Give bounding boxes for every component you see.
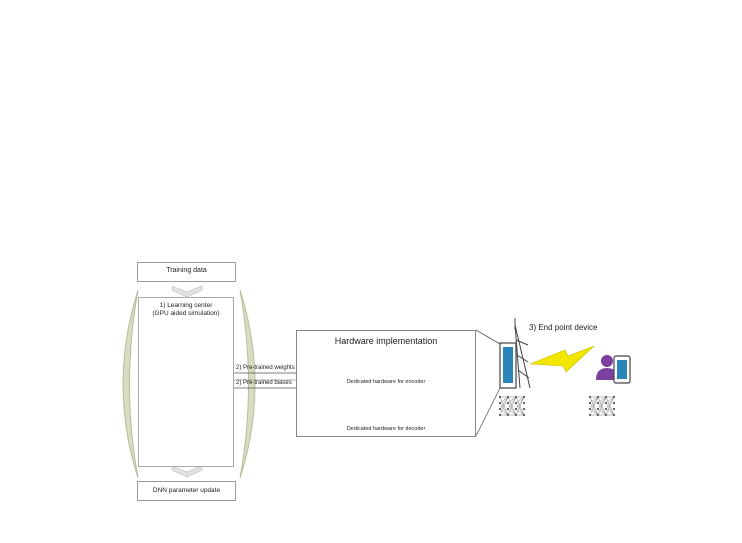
dnn-update-label: DNN parameter update xyxy=(152,487,221,494)
net-node xyxy=(613,408,615,410)
net-edge xyxy=(605,402,615,416)
net-edge xyxy=(507,396,517,416)
net-edge xyxy=(597,402,607,416)
net-edge xyxy=(605,396,615,416)
net-node xyxy=(523,402,525,404)
net-edge xyxy=(589,396,599,404)
biases-label: 2) Pre-trained biases xyxy=(236,380,292,386)
net-node xyxy=(613,402,615,404)
cell-tower-icon xyxy=(514,318,531,389)
net-edge xyxy=(597,396,607,416)
net-edge xyxy=(507,396,517,410)
small-network-graphics xyxy=(499,396,615,416)
down-chevron-top xyxy=(171,285,203,298)
net-node xyxy=(523,408,525,410)
net-edge xyxy=(499,396,509,416)
learning-center-subtitle: (GPU aided simulation) xyxy=(152,310,220,317)
weights-label: 2) Pre-trained weights xyxy=(236,365,295,371)
net-edge xyxy=(597,396,607,404)
net-edge xyxy=(507,396,517,404)
net-edge xyxy=(589,396,599,410)
net-edge xyxy=(589,402,599,416)
end-point-label: 3) End point device xyxy=(529,323,598,332)
net-edge xyxy=(507,408,517,416)
hardware-box: Hardware implementation Dedicated hardwa… xyxy=(296,330,476,437)
net-edge xyxy=(597,408,607,416)
connector-bottom xyxy=(475,387,501,437)
learning-center-box: 1) Learning center (GPU aided simulation… xyxy=(138,297,234,467)
net-edge xyxy=(605,396,615,410)
user-person-icon xyxy=(596,355,618,380)
net-edge xyxy=(589,408,599,416)
wireless-link-icon xyxy=(529,345,595,373)
phone-icon xyxy=(613,355,631,384)
net-edge xyxy=(515,408,525,416)
learning-center-title: 1) Learning center xyxy=(159,302,213,309)
connector-top xyxy=(475,329,501,345)
net-edge xyxy=(507,402,517,416)
down-chevron-bottom xyxy=(171,465,203,478)
dnn-update-box: DNN parameter update xyxy=(137,481,236,501)
left-arc xyxy=(122,289,139,479)
base-station-screen xyxy=(503,347,513,383)
net-edge xyxy=(499,396,509,404)
net-edge xyxy=(605,396,615,404)
net-edge xyxy=(589,396,599,416)
net-edge xyxy=(515,396,525,404)
hardware-title: Hardware implementation xyxy=(334,336,438,346)
training-data-label: Training data xyxy=(166,267,207,274)
net-edge xyxy=(499,396,509,410)
encoder-label: Dedicated hardware for encoder xyxy=(346,379,426,385)
net-edge xyxy=(515,396,525,416)
net-edge xyxy=(515,402,525,416)
decoder-label: Dedicated hardware for decoder xyxy=(346,426,426,432)
net-edge xyxy=(499,408,509,416)
right-arc xyxy=(239,289,256,479)
net-edge xyxy=(515,396,525,410)
net-edge xyxy=(605,408,615,416)
training-data-box: Training data xyxy=(137,262,236,282)
net-edge xyxy=(597,396,607,410)
net-edge xyxy=(499,402,509,416)
